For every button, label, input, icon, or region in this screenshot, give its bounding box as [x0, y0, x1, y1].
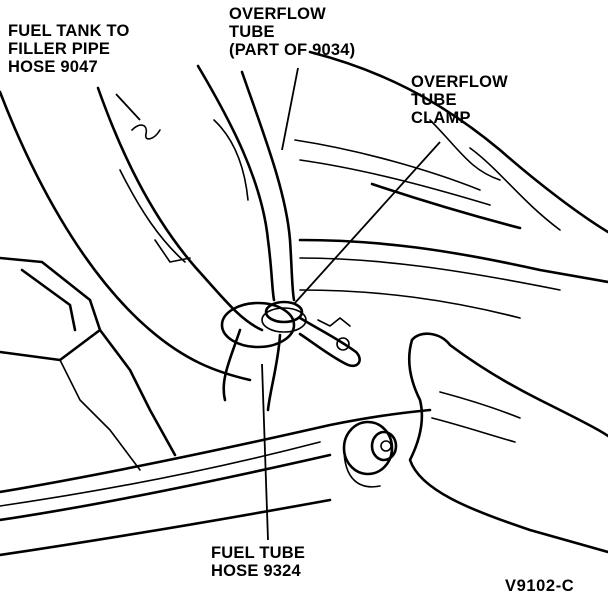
overflow-tube-label-line-1: OVERFLOW	[229, 5, 326, 23]
overflow-tube-clamp-label: OVERFLOW TUBE CLAMP	[411, 73, 508, 127]
overflow-tube-clamp-drawing	[220, 300, 361, 368]
leader-clamp	[293, 141, 441, 305]
filler-label-line-2: FILLER PIPE	[8, 40, 111, 58]
leader-lines	[115, 67, 441, 541]
filler-pipe-hose-label: FUEL TANK TO FILLER PIPE HOSE 9047	[8, 22, 130, 76]
clamp-label-line-2: TUBE	[411, 91, 457, 109]
clamp-label-line-3: CLAMP	[411, 109, 471, 127]
clamp-label-line-1: OVERFLOW	[411, 73, 508, 91]
vehicle-body-panels	[294, 50, 608, 319]
frame-rails	[0, 408, 432, 557]
filler-pipe-hose-body	[0, 86, 264, 382]
filler-label-line-1: FUEL TANK TO	[8, 22, 130, 40]
overflow-tube-drawing	[196, 64, 296, 302]
bolt-nut	[342, 420, 398, 488]
filler-label-line-3: HOSE 9047	[8, 58, 98, 76]
fuel-hose-label-line-1: FUEL TUBE	[211, 544, 306, 562]
figure-id: V9102-C	[505, 577, 575, 595]
fuel-tube-hose-label: FUEL TUBE HOSE 9324	[211, 544, 305, 580]
hand-drawing	[407, 332, 608, 554]
fuel-tube-hose-drawing	[222, 328, 282, 412]
fuel-hose-label-line-2: HOSE 9324	[211, 562, 301, 580]
overflow-tube-label-line-2: TUBE	[229, 23, 275, 41]
overflow-tube-label: OVERFLOW TUBE (PART OF 9034)	[229, 5, 355, 59]
leader-filler-hose	[115, 93, 141, 121]
squiggle-mark	[131, 124, 161, 140]
left-bracket	[0, 256, 177, 471]
leader-overflow-tube	[281, 67, 299, 151]
overflow-tube-label-line-3: (PART OF 9034)	[229, 41, 356, 59]
leader-fuel-hose	[261, 363, 269, 541]
